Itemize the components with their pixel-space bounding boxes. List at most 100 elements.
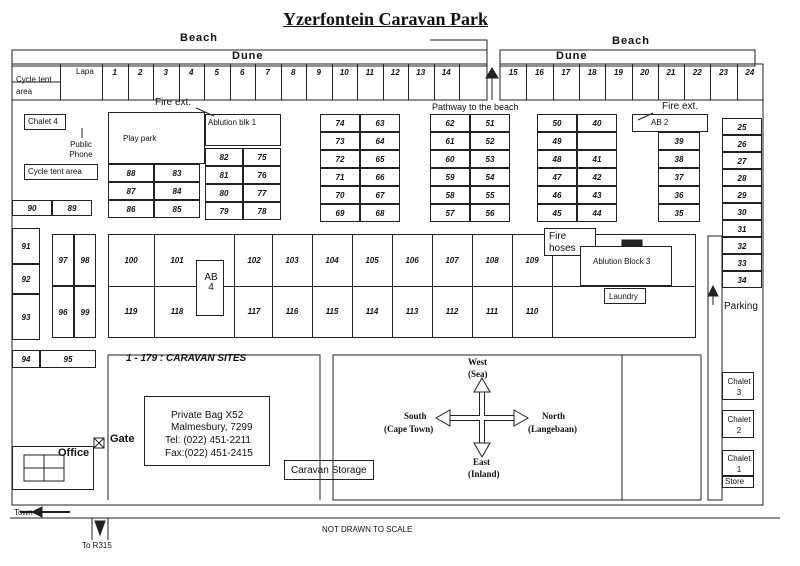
site-89: 89 — [52, 200, 92, 216]
site-55: 55 — [470, 186, 510, 204]
site-79: 79 — [205, 202, 243, 220]
chalet-3: Chalet 3 — [722, 372, 754, 400]
site-101: 101 — [170, 256, 184, 265]
top-row-divider — [127, 64, 129, 100]
site-49: 49 — [537, 132, 577, 150]
top-row-divider — [382, 64, 384, 100]
top-row-right-divider — [526, 64, 528, 100]
site-105: 105 — [365, 256, 379, 265]
site-108: 108 — [485, 256, 499, 265]
site-54: 54 — [470, 168, 510, 186]
site-76: 76 — [243, 166, 281, 184]
site-118: 118 — [170, 307, 184, 316]
site-17: 17 — [561, 68, 571, 77]
site-3: 3 — [163, 68, 168, 77]
store-box: Store — [722, 476, 754, 488]
site-95: 95 — [40, 350, 96, 368]
site-104: 104 — [325, 256, 339, 265]
site-106: 106 — [405, 256, 419, 265]
site-71: 71 — [320, 168, 360, 186]
gate-label: Gate — [110, 433, 135, 445]
site-8: 8 — [291, 68, 296, 77]
compass-north: North — [542, 411, 565, 421]
top-row-right-divider — [684, 64, 686, 100]
ablution-block-4: AB 4 — [196, 260, 224, 316]
site-37: 37 — [658, 168, 700, 186]
chalet-2: Chalet 2 — [722, 410, 754, 438]
site-20: 20 — [640, 68, 650, 77]
site-62: 62 — [430, 114, 470, 132]
site-82: 82 — [205, 148, 243, 166]
site-48: 48 — [537, 150, 577, 168]
big-site-divider — [108, 286, 696, 287]
site-72: 72 — [320, 150, 360, 168]
site-28: 28 — [722, 169, 762, 186]
site-12: 12 — [390, 68, 400, 77]
site-103: 103 — [285, 256, 299, 265]
site-61: 61 — [430, 132, 470, 150]
site-69: 69 — [320, 204, 360, 222]
big-row-divider — [472, 234, 473, 338]
site-83: 83 — [154, 164, 200, 182]
site-blank — [577, 132, 617, 150]
site-32: 32 — [722, 237, 762, 254]
site-81: 81 — [205, 166, 243, 184]
site-77: 77 — [243, 184, 281, 202]
site-40: 40 — [577, 114, 617, 132]
site-6: 6 — [240, 68, 245, 77]
site-29: 29 — [722, 186, 762, 203]
site-10: 10 — [339, 68, 349, 77]
cycle-tent-area-mid: Cycle tent area — [24, 164, 98, 180]
site-2: 2 — [138, 68, 143, 77]
play-park: Play park — [108, 112, 205, 164]
site-84: 84 — [154, 182, 200, 200]
ablution-block-1: Ablution blk 1 — [205, 114, 281, 146]
site-50: 50 — [537, 114, 577, 132]
big-row-divider — [234, 234, 235, 338]
chalet-4: Chalet 4 — [24, 114, 66, 130]
site-34: 34 — [722, 271, 762, 288]
map-title: Yzerfontein Caravan Park — [283, 9, 488, 29]
site-4: 4 — [189, 68, 194, 77]
site-115: 115 — [325, 307, 339, 316]
site-1: 1 — [112, 68, 117, 77]
site-42: 42 — [577, 168, 617, 186]
public-phone-label: Public Phone — [69, 140, 93, 159]
site-11: 11 — [365, 68, 374, 77]
compass-east: East — [473, 457, 491, 467]
site-73: 73 — [320, 132, 360, 150]
top-row-divider — [178, 64, 180, 100]
caravan-sites-caption: 1 - 179 : CARAVAN SITES — [126, 353, 247, 364]
site-13: 13 — [416, 68, 426, 77]
site-110: 110 — [525, 307, 539, 316]
top-row-divider — [102, 64, 103, 100]
compass-west: West — [468, 357, 487, 367]
town-label: Town — [14, 508, 33, 517]
site-116: 116 — [285, 307, 299, 316]
top-row-divider — [331, 64, 333, 100]
site-9: 9 — [316, 68, 321, 77]
ablution-block-3: Ablution Block 3 — [580, 246, 672, 286]
site-58: 58 — [430, 186, 470, 204]
site-75: 75 — [243, 148, 281, 166]
site-35: 35 — [658, 204, 700, 222]
big-row-divider — [154, 234, 155, 338]
site-65: 65 — [360, 150, 400, 168]
compass-south: South — [404, 411, 427, 421]
top-row-divider — [229, 64, 231, 100]
site-91: 91 — [12, 228, 40, 264]
site-88: 88 — [108, 164, 154, 182]
site-46: 46 — [537, 186, 577, 204]
site-78: 78 — [243, 202, 281, 220]
site-60: 60 — [430, 150, 470, 168]
site-14: 14 — [441, 68, 451, 77]
top-row-right-divider — [605, 64, 607, 100]
site-53: 53 — [470, 150, 510, 168]
site-111: 111 — [485, 307, 499, 316]
site-114: 114 — [365, 307, 379, 316]
top-row-divider — [433, 64, 435, 100]
parking-label: Parking — [724, 301, 758, 312]
office-label: Office — [58, 447, 90, 459]
big-row-divider — [512, 234, 513, 338]
site-7: 7 — [265, 68, 270, 77]
